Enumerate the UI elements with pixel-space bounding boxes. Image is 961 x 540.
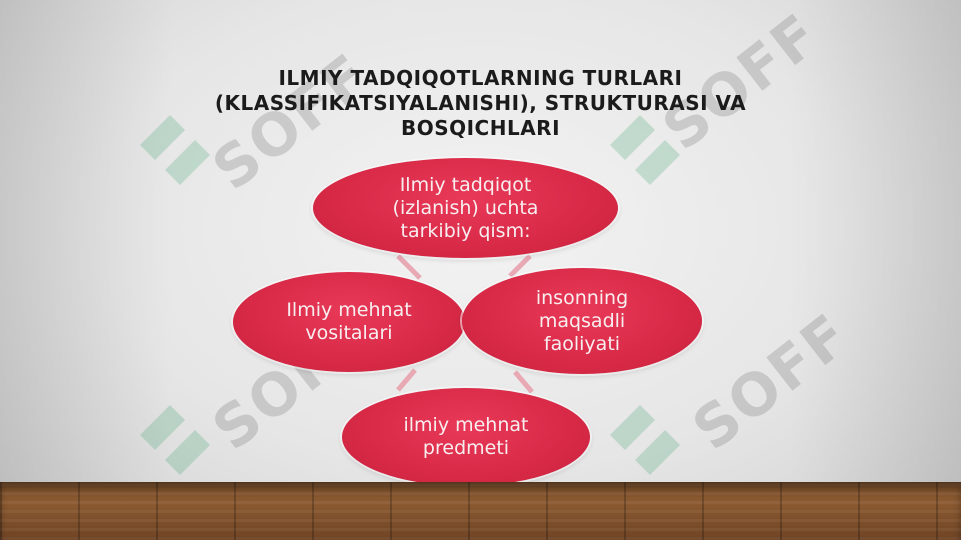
node-top-line3: tarkibiy qism: <box>400 219 531 242</box>
connector-right-bottom <box>513 370 534 394</box>
node-bottom-line2: predmeti <box>422 437 510 459</box>
diagram-node-bottom: ilmiy mehnat predmeti <box>342 388 590 486</box>
watermark-logo-icon <box>610 115 680 185</box>
connector-top-left <box>396 254 422 280</box>
node-right-line2: maqsadli <box>538 309 626 332</box>
diagram-node-left: Ilmiy mehnat vositalari <box>233 272 465 372</box>
node-left-line2: vositalari <box>305 322 393 344</box>
slide-title: ILMIY TADQIQOTLARNING TURLARI (KLASSIFIK… <box>214 66 747 140</box>
node-right-line3: faoliyati <box>543 332 621 355</box>
diagram-node-right: insonning maqsadli faoliyati <box>462 268 702 374</box>
node-top-line2: (izlanish) uchta <box>392 196 539 219</box>
wooden-floor <box>0 482 961 540</box>
node-top-line1: Ilmiy tadqiqot <box>399 173 532 196</box>
node-bottom-line1: ilmiy mehnat <box>403 414 529 436</box>
watermark-logo-icon <box>140 115 210 185</box>
connector-top-right <box>508 254 532 278</box>
node-right-line1: insonning <box>535 286 629 309</box>
watermark-logo-icon <box>610 405 680 475</box>
diagram-node-top: Ilmiy tadqiqot (izlanish) uchta tarkibiy… <box>313 158 618 258</box>
node-left-line1: Ilmiy mehnat <box>286 299 412 321</box>
connector-left-bottom <box>396 368 417 392</box>
watermark-logo-icon <box>140 405 210 475</box>
